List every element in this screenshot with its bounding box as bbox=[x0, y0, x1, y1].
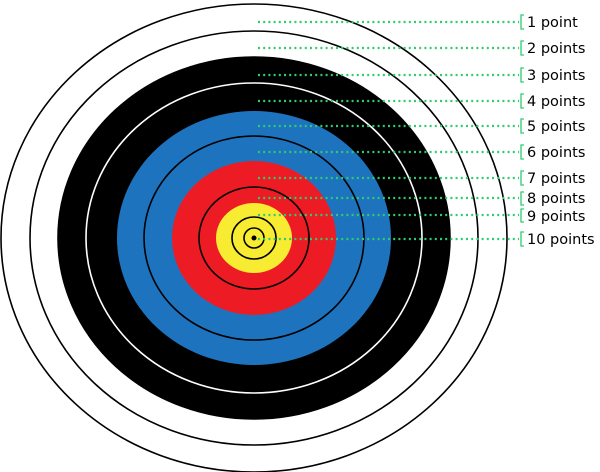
label-10-points: 10 points bbox=[527, 232, 595, 248]
bracket-4 bbox=[520, 93, 524, 109]
bracket-2 bbox=[520, 40, 524, 56]
label-6-points: 6 points bbox=[527, 145, 585, 161]
bracket-6 bbox=[520, 144, 524, 160]
leader-lines bbox=[258, 20, 519, 241]
bracket-3 bbox=[520, 67, 524, 83]
bracket-8 bbox=[520, 191, 524, 206]
center-dot bbox=[251, 235, 257, 241]
brackets bbox=[520, 14, 524, 247]
label-9-points: 9 points bbox=[527, 209, 585, 225]
bracket-5 bbox=[520, 118, 524, 134]
label-3-points: 3 points bbox=[527, 68, 585, 84]
label-8-points: 8 points bbox=[527, 191, 585, 207]
bracket-9 bbox=[520, 208, 524, 223]
label-4-points: 4 points bbox=[527, 94, 585, 110]
label-7-points: 7 points bbox=[527, 171, 585, 187]
label-2-points: 2 points bbox=[527, 41, 585, 57]
label-5-points: 5 points bbox=[527, 119, 585, 135]
bracket-1 bbox=[520, 14, 524, 30]
bracket-10 bbox=[520, 231, 524, 247]
score-labels: 1 point 2 points 3 points 4 points 5 poi… bbox=[527, 15, 595, 248]
label-1-point: 1 point bbox=[527, 15, 578, 31]
target bbox=[0, 3, 508, 472]
bracket-7 bbox=[520, 170, 524, 186]
